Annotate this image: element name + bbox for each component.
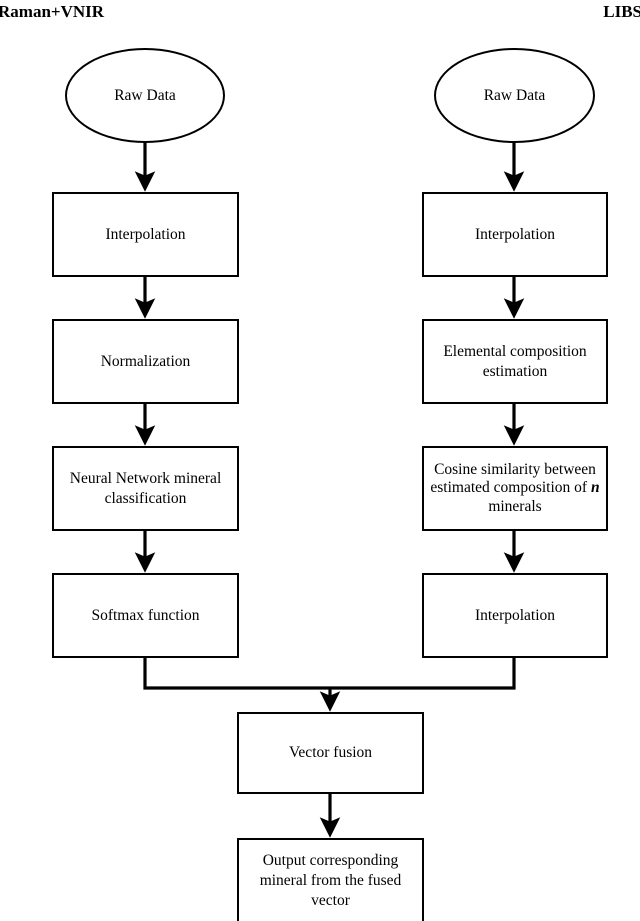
- cosine-label-variable: n: [590, 479, 600, 497]
- node-raw-data-left[interactable]: Raw Data: [65, 48, 225, 143]
- node-raw-data-right[interactable]: Raw Data: [434, 48, 595, 143]
- edge-softmax-merge: [143, 658, 330, 690]
- node-interpolation-right-top[interactable]: Interpolation: [422, 192, 608, 277]
- node-label: Cosine similarity between estimated comp…: [424, 461, 606, 517]
- edge-interpolation-merge: [330, 658, 516, 690]
- cosine-label-part1: Cosine similarity between estimated comp…: [430, 460, 596, 497]
- node-label: Output corresponding mineral from the fu…: [259, 851, 402, 909]
- node-elemental-composition-estimation[interactable]: Elemental composition estimation: [422, 319, 608, 404]
- node-label: Interpolation: [105, 225, 186, 243]
- column-header-raman-vnir: Raman+VNIR: [0, 2, 105, 21]
- node-label: Elemental composition estimation: [443, 342, 587, 380]
- node-cosine-similarity[interactable]: Cosine similarity between estimated comp…: [422, 446, 608, 531]
- node-neural-network-classification[interactable]: Neural Network mineral classification: [52, 446, 239, 531]
- node-normalization[interactable]: Normalization: [52, 319, 239, 404]
- node-label: Neural Network mineral classification: [69, 469, 222, 507]
- node-label: Normalization: [100, 352, 191, 370]
- node-label: Raw Data: [483, 86, 546, 104]
- node-interpolation-right-bottom[interactable]: Interpolation: [422, 573, 608, 658]
- cosine-label-part2: minerals: [488, 497, 542, 515]
- column-header-libs: LIBS: [603, 2, 640, 21]
- node-label: Softmax function: [91, 606, 200, 624]
- node-label: Vector fusion: [288, 744, 373, 761]
- node-label: Interpolation: [474, 225, 556, 243]
- node-softmax-function[interactable]: Softmax function: [52, 573, 239, 658]
- node-label: Interpolation: [474, 606, 556, 624]
- node-interpolation-left[interactable]: Interpolation: [52, 192, 239, 277]
- node-vector-fusion[interactable]: Vector fusion: [237, 712, 424, 794]
- node-output-mineral[interactable]: Output corresponding mineral from the fu…: [237, 838, 424, 921]
- node-label: Raw Data: [114, 86, 176, 104]
